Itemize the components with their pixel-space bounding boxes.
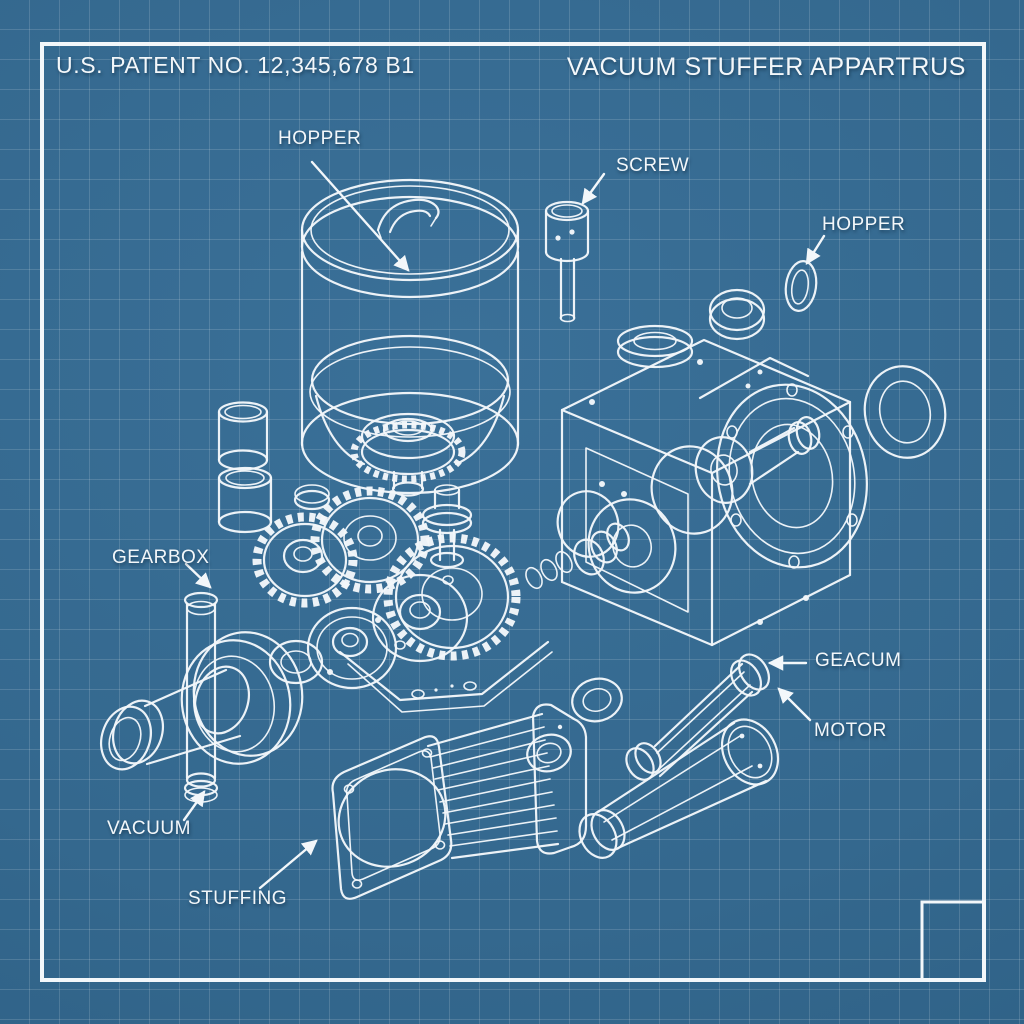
hopper-right-label: HOPPER (822, 214, 906, 235)
screw-arrow-icon (581, 172, 606, 205)
border-frame (40, 42, 986, 982)
bushing-sleeves-drawing (217, 401, 273, 534)
hopper-top-arrow-icon (310, 160, 410, 272)
seal-ring-a-drawing (571, 677, 623, 723)
stuffing-label: STUFFING (188, 888, 287, 909)
page-title: VACUUM STUFFER APPARTRUS (566, 53, 966, 81)
screw-label: SCREW (616, 155, 690, 176)
gear-train-drawing (252, 484, 553, 713)
title-block-corner (920, 900, 986, 982)
gearbox-label: GEARBOX (112, 547, 210, 568)
motor-arrow-icon (777, 687, 812, 722)
bearing-ring-drawing (708, 288, 766, 341)
large-o-ring-drawing (863, 365, 947, 459)
gearbox-arrow-icon (184, 562, 212, 589)
vacuum-label: VACUUM (107, 818, 191, 839)
patent-number-label: U.S. PATENT NO. 12,345,678 B1 (56, 52, 415, 78)
screw-pin-drawing (544, 200, 590, 323)
stuffing-arrow-icon (258, 839, 318, 890)
geacum-label: GEACUM (815, 650, 902, 671)
motor-drawing (331, 703, 588, 900)
small-o-ring-drawing (784, 260, 818, 312)
end-cover-flange-drawing (694, 356, 868, 569)
vacuum-arrow-icon (182, 790, 206, 822)
drive-shaft-drawing (625, 653, 771, 781)
gear-housing-drawing (525, 324, 852, 647)
hopper-right-arrow-icon (805, 234, 826, 265)
hopper-lid-drawing (300, 178, 520, 299)
hopper-auger-gear-drawing (350, 412, 466, 497)
motor-label: MOTOR (814, 720, 887, 741)
vacuum-pipe-drawing (100, 591, 304, 803)
hopper-top-label: HOPPER (278, 128, 362, 149)
label-arrows (182, 160, 826, 890)
hopper-body-drawing (300, 250, 520, 495)
filling-horn-drawing (578, 718, 780, 859)
seal-ring-b-drawing (526, 733, 572, 773)
